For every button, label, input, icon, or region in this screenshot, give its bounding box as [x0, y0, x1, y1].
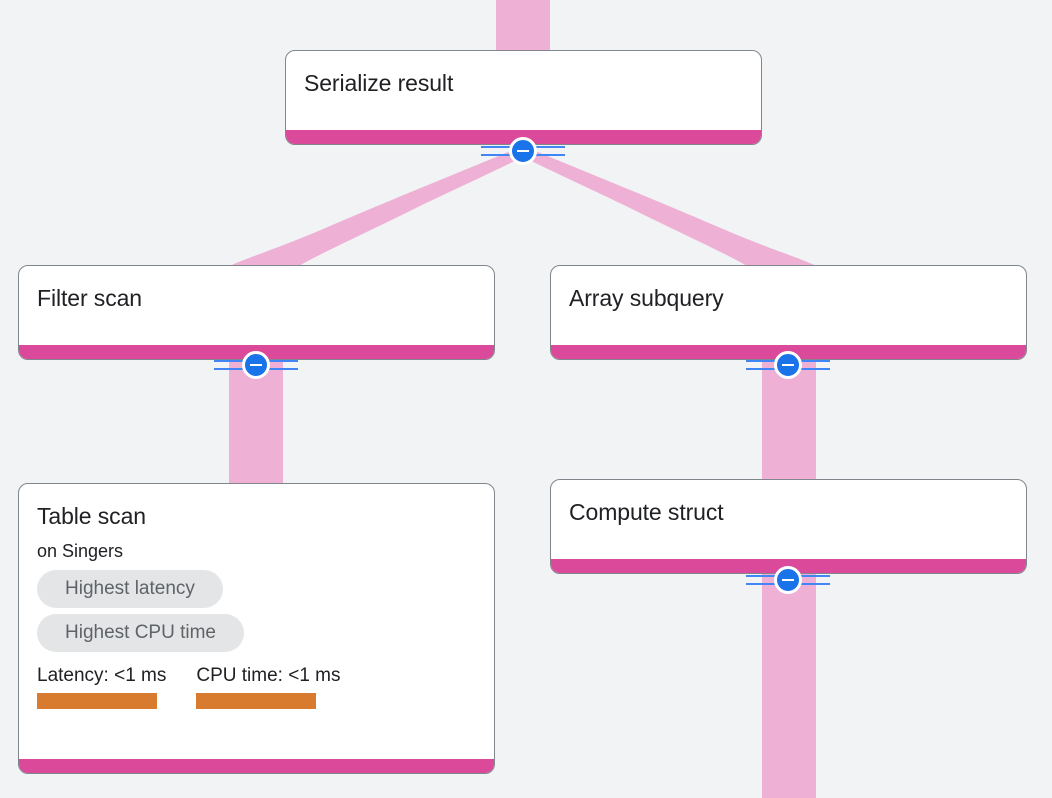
- node-array-subquery[interactable]: Array subquery: [550, 265, 1027, 360]
- collapse-toggle-array-subquery[interactable]: [746, 351, 830, 379]
- collapse-toggle-compute-struct[interactable]: [746, 566, 830, 594]
- node-accent-bar: [19, 759, 494, 773]
- collapse-toggle-filter-scan[interactable]: [214, 351, 298, 379]
- metric-bar: [196, 693, 317, 709]
- minus-circle-icon[interactable]: [509, 137, 537, 165]
- status-badge-highest-latency: Highest latency: [37, 570, 223, 608]
- node-filter-scan[interactable]: Filter scan: [18, 265, 495, 360]
- node-body: Array subquery: [551, 266, 1026, 345]
- node-body: Serialize result: [286, 51, 761, 130]
- node-body: Compute struct: [551, 480, 1026, 559]
- edge-into-serialize: [496, 0, 550, 52]
- status-badge-highest-cpu-time: Highest CPU time: [37, 614, 244, 652]
- metric-label: Latency: <1 ms: [37, 665, 167, 686]
- collapse-toggle-serialize-result[interactable]: [481, 137, 565, 165]
- minus-circle-icon[interactable]: [242, 351, 270, 379]
- node-metrics: Latency: <1 ms CPU time: <1 ms: [37, 664, 341, 709]
- node-title: Table scan: [37, 503, 146, 529]
- node-table-scan[interactable]: Table scan on Singers Highest latency Hi…: [18, 483, 495, 774]
- metric-label: CPU time: <1 ms: [196, 665, 341, 686]
- node-title: Compute struct: [569, 499, 724, 525]
- minus-circle-icon[interactable]: [774, 351, 802, 379]
- node-serialize-result[interactable]: Serialize result: [285, 50, 762, 145]
- node-title: Serialize result: [304, 70, 454, 96]
- node-title: Array subquery: [569, 285, 724, 311]
- metric-cpu-time: CPU time: <1 ms: [196, 664, 341, 709]
- node-body: Filter scan: [19, 266, 494, 345]
- node-title: Filter scan: [37, 285, 142, 311]
- metric-latency: Latency: <1 ms: [37, 664, 166, 709]
- edge-compute-struct-downstream: [762, 568, 816, 798]
- metric-bar: [37, 693, 157, 709]
- node-compute-struct[interactable]: Compute struct: [550, 479, 1027, 574]
- node-subtitle: on Singers: [37, 541, 124, 561]
- node-badges: Highest latency Highest CPU time: [37, 570, 244, 652]
- node-body: Table scan on Singers Highest latency Hi…: [19, 484, 494, 759]
- minus-circle-icon[interactable]: [774, 566, 802, 594]
